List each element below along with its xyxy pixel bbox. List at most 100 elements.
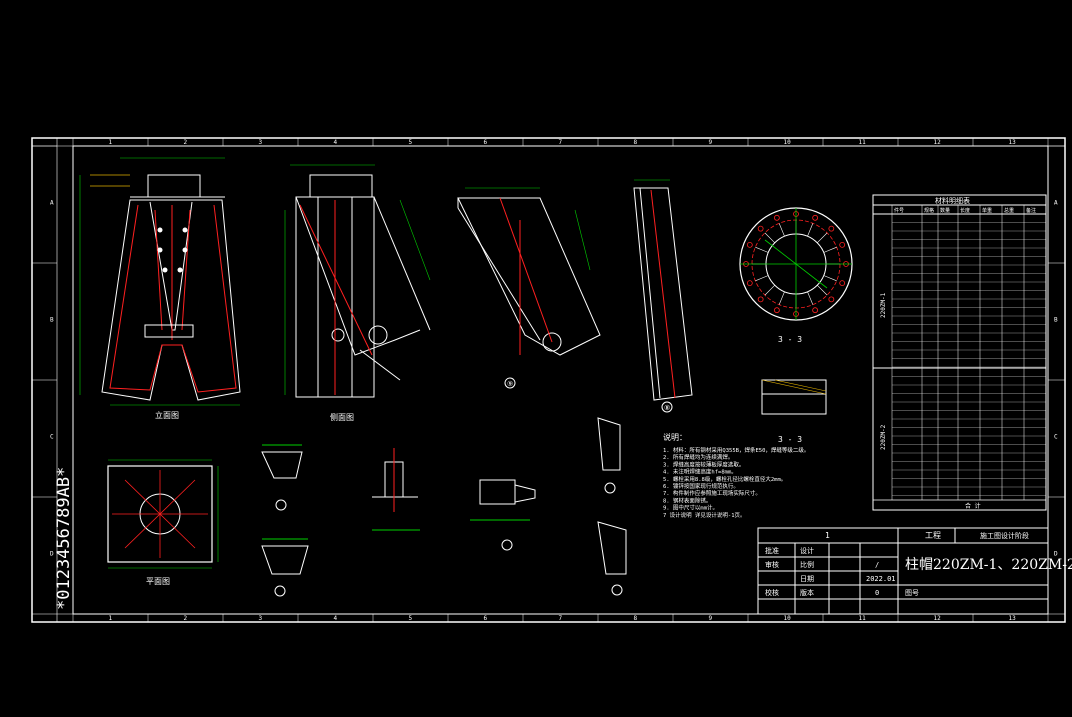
- table-group-1: 220ZM-1: [880, 292, 887, 318]
- detail-view-9[interactable]: ⑨: [457, 187, 601, 389]
- table-header-cell: 备注: [1026, 207, 1036, 214]
- tb-project-no: 1: [825, 531, 830, 540]
- table-group-2: 220ZM-2: [880, 424, 887, 450]
- col-marker-bottom: 12: [934, 615, 942, 622]
- detail-view-10[interactable]: [597, 417, 621, 494]
- bolt-hole: [839, 241, 846, 248]
- bolt-hole: [828, 225, 835, 232]
- table-total-label: 合 计: [965, 502, 981, 510]
- col-marker-top: 6: [484, 139, 488, 146]
- detail-view-1[interactable]: [597, 521, 627, 596]
- row-marker-right: B: [1054, 317, 1058, 324]
- detail-view-8[interactable]: ⑧: [633, 179, 693, 413]
- tb-row-4-sub: 版本: [800, 588, 814, 597]
- bolt-hole: [773, 307, 780, 314]
- col-marker-top: 7: [559, 139, 563, 146]
- ring-bolt-holes: [743, 211, 849, 317]
- section-3-title: 3 - 3: [778, 335, 802, 344]
- col-marker-top: 3: [259, 139, 263, 146]
- tb-row-4-label: 校核: [765, 588, 779, 597]
- col-marker-bottom: 2: [184, 615, 188, 622]
- detail-view-4[interactable]: [261, 538, 309, 597]
- col-marker-bottom: 11: [859, 615, 867, 622]
- material-table[interactable]: 件号规格数量长度单重总重备注 材料明细表 220ZM-1 220ZM-2 合 计: [872, 194, 1047, 511]
- tb-row-3-sub: 日期: [800, 575, 814, 583]
- col-marker-top: 1: [109, 139, 113, 146]
- col-marker-top: 8: [634, 139, 638, 146]
- note-line: 9. 图中尺寸以mm计。: [663, 504, 718, 512]
- col-marker-bottom: 10: [784, 615, 792, 622]
- col-marker-bottom: 9: [709, 615, 713, 622]
- note-line: 1. 材料：所有钢材采用Q355B，焊条E50，焊缝等级二级。: [663, 446, 809, 454]
- col-marker-bottom: 13: [1009, 615, 1017, 622]
- note-line: 8. 钢材表面除锈。: [663, 496, 711, 504]
- title-block[interactable]: [757, 527, 1049, 615]
- col-marker-bottom: 7: [559, 615, 563, 622]
- col-marker-bottom: 3: [259, 615, 263, 622]
- col-marker-top: 12: [934, 139, 942, 146]
- front-elevation-view[interactable]: 立面图: [79, 157, 241, 420]
- plan-view-title: 平面图: [146, 577, 170, 586]
- col-marker-bottom: 5: [409, 615, 413, 622]
- tb-row-1-sub: 设计: [800, 546, 814, 555]
- col-marker-bottom: 1: [109, 615, 113, 622]
- row-marker-right: C: [1054, 434, 1058, 441]
- drawing-title: 柱帽220ZM-1、220ZM-2详图: [905, 557, 1072, 573]
- section-3b-title: 3 - 3: [778, 435, 802, 444]
- col-marker-top: 5: [409, 139, 413, 146]
- table-title: 材料明细表: [935, 196, 970, 205]
- title-block-text: 1 工程 施工图设计阶段 批准 设计 审核 比例 / 日期 2022.01 校核…: [765, 531, 1072, 597]
- col-marker-top: 9: [709, 139, 713, 146]
- bolt-hole: [746, 280, 753, 287]
- side-stamp-text: *0123456789AB*: [54, 467, 74, 610]
- col-marker-top: 10: [784, 139, 792, 146]
- row-marker-left: A: [50, 200, 54, 207]
- side-elevation-view[interactable]: 侧面图: [284, 164, 431, 422]
- table-header-cell: 总重: [1004, 207, 1014, 214]
- notes-title: 说明：: [663, 432, 687, 442]
- col-marker-top: 4: [334, 139, 338, 146]
- bolt-hole: [746, 241, 753, 248]
- col-marker-bottom: 8: [634, 615, 638, 622]
- row-marker-right: A: [1054, 200, 1058, 207]
- bolt-hole: [812, 307, 819, 314]
- bolt-hole: [773, 214, 780, 221]
- col-marker-top: 11: [859, 139, 867, 146]
- tb-project-label: 工程: [925, 531, 941, 540]
- tb-row-3-val: 2022.01: [866, 575, 896, 583]
- detail-view-6[interactable]: [372, 448, 420, 531]
- detail-9-label: ⑨: [507, 380, 513, 388]
- bolt-hole: [812, 214, 819, 221]
- col-marker-bottom: 4: [334, 615, 338, 622]
- table-grid: 件号规格数量长度单重总重备注: [872, 205, 1047, 500]
- general-notes: 说明： 1. 材料：所有钢材采用Q355B，焊条E50，焊缝等级二级。2. 所有…: [663, 432, 809, 519]
- plan-view[interactable]: 平面图: [107, 459, 219, 586]
- tb-row-4-val: 0: [875, 589, 879, 597]
- table-header-cell: 规格: [924, 207, 934, 214]
- table-header-cell: 件号: [894, 207, 904, 214]
- tb-row-2-sub: 比例: [800, 560, 814, 569]
- side-view-title: 侧面图: [330, 412, 354, 422]
- bolt-hole: [839, 280, 846, 287]
- col-marker-top: 13: [1009, 139, 1017, 146]
- note-line: 2. 所有焊缝均为连续满焊。: [663, 453, 733, 461]
- tb-sheet-no-label: 图号: [905, 589, 919, 597]
- detail-view-5[interactable]: [261, 444, 303, 511]
- ring-plate-plan[interactable]: 3 - 3: [739, 207, 853, 344]
- bolt-hole: [757, 296, 764, 303]
- tb-row-2-val: /: [875, 561, 879, 569]
- table-header-cell: 单重: [982, 207, 992, 214]
- note-line: 5. 螺栓采用8.8级，螺栓孔径比螺栓直径大2mm。: [663, 475, 786, 483]
- ring-section-detail[interactable]: 3 - 3: [761, 379, 827, 444]
- note-line: 4. 未注明焊缝高度hf=8mm。: [663, 468, 737, 476]
- row-marker-left: D: [50, 551, 54, 558]
- tb-row-2-label: 审核: [765, 560, 779, 569]
- detail-view-7[interactable]: [470, 479, 536, 551]
- tb-row-1-label: 批准: [765, 546, 779, 555]
- note-line: 7 设计说明 详见设计说明-1页。: [663, 511, 746, 519]
- col-marker-bottom: 6: [484, 615, 488, 622]
- detail-8-label: ⑧: [664, 404, 670, 412]
